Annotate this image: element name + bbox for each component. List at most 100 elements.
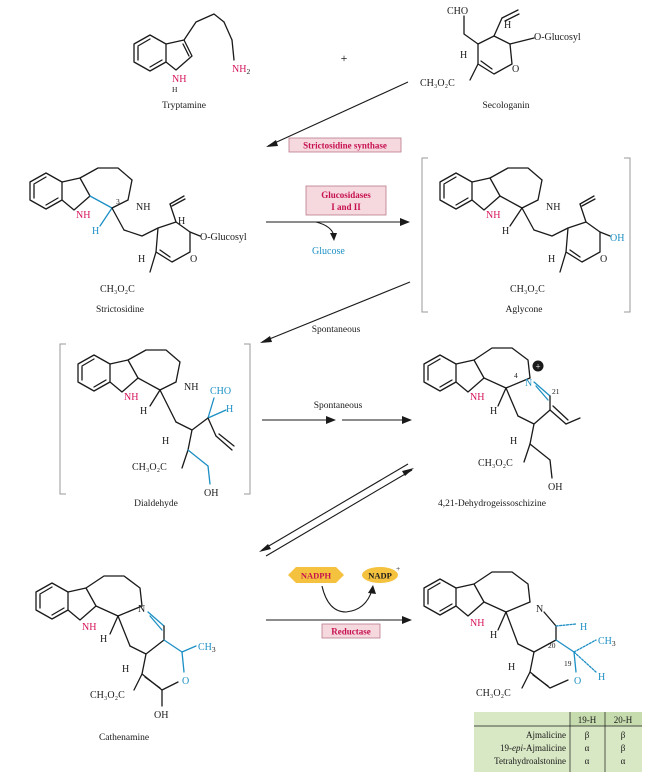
secologanin-o: O <box>512 64 519 75</box>
product-ester: CH₃O₂C <box>476 688 511 699</box>
product-structure: N NH H H 20 19 CH3 H O H CH₃O₂C <box>423 571 616 699</box>
table-header-20h: 20-H <box>614 715 633 725</box>
product-ch3: CH3 <box>598 636 616 648</box>
cathenamine-ester: CH₃O₂C <box>90 690 125 701</box>
stereochemistry-table: 19-H 20-H Ajmalicine β β 19-epi-Ajmalici… <box>474 712 642 772</box>
svg-text:Strictosidine synthase: Strictosidine synthase <box>303 141 387 151</box>
table-cell-20h: β <box>621 730 626 740</box>
aglycone-label: Aglycone <box>506 305 543 315</box>
product-h: H <box>490 630 497 641</box>
strictosidine-o-glucosyl: O-Glucosyl <box>200 232 247 243</box>
dialdehyde-bracket-left <box>59 343 66 495</box>
spontaneous-label-1: Spontaneous <box>312 325 361 335</box>
strictosidine-structure: NH H 3 NH O-Glucosyl H H O CH₃O₂C <box>29 167 247 295</box>
svg-text:Reductase: Reductase <box>331 627 371 637</box>
product-c19-number: 19 <box>564 659 572 668</box>
nadp-cofactor: NADP + <box>362 564 400 583</box>
aglycone-structure: NH H NH OH H O CH₃O₂C <box>439 167 624 295</box>
iminium-charge-icon <box>532 360 544 372</box>
table-cell-19h: α <box>585 743 590 753</box>
dialdehyde-cho: CHO <box>210 386 231 397</box>
cathenamine-structure: N NH H CH3 O H OH CH₃O₂C <box>35 575 216 721</box>
cofactor-curved-arrow <box>321 585 373 613</box>
tryptamine-h: H <box>172 85 178 94</box>
table-cell-20h: α <box>621 756 626 766</box>
aglycone-oh: OH <box>610 233 624 244</box>
dialdehyde-nh2: NH <box>184 382 198 393</box>
strictosidine-label: Strictosidine <box>96 305 144 315</box>
dehydro-h-b: H <box>510 436 517 447</box>
secologanin-h2: H <box>460 50 467 61</box>
dehydro-n: N <box>525 378 532 389</box>
glucosidases-label: Glucosidases I and II <box>305 185 387 216</box>
aglycone-nh2: NH <box>546 202 560 213</box>
arrow-to-dialdehyde <box>261 281 411 343</box>
dehydro-c4-number: 4 <box>514 371 518 380</box>
secologanin-label: Secologanin <box>483 101 530 111</box>
strictosidine-ester: CH₃O₂C <box>100 284 135 295</box>
secologanin-o-glucosyl: O-Glucosyl <box>534 32 581 43</box>
secologanin-h1: H <box>504 20 511 31</box>
strictosidine-o: O <box>190 254 197 265</box>
product-n: N <box>536 604 543 615</box>
strictosidine-synthase-label: Strictosidine synthase <box>288 137 402 153</box>
cathenamine-ch3: CH3 <box>198 642 216 654</box>
product-h19: H <box>598 672 605 683</box>
nadph-cofactor: NADPH <box>288 567 344 583</box>
strictosidine-nh: NH <box>76 210 90 221</box>
tryptamine-structure: NH H NH2 <box>133 13 250 94</box>
cathenamine-n: N <box>138 604 145 615</box>
dehydro-h: H <box>490 406 497 417</box>
dialdehyde-h-b: H <box>162 436 169 447</box>
tryptamine-label: Tryptamine <box>162 101 206 111</box>
aglycone-bracket-left <box>421 157 428 313</box>
product-c20-number: 20 <box>548 641 556 650</box>
table-row-name: Tetrahydroalstonine <box>494 756 566 766</box>
strictosidine-h-b: H <box>138 254 145 265</box>
aglycone-o: O <box>600 254 607 265</box>
strictosidine-h3: H <box>92 226 99 237</box>
table-cell-19h: β <box>585 730 590 740</box>
dialdehyde-bracket-right <box>244 343 251 495</box>
svg-text:Glucosidases: Glucosidases <box>321 190 371 200</box>
dialdehyde-structure: NH H NH CHO H H OH CH₃O₂C <box>77 349 235 499</box>
dehydro-nh: NH <box>470 392 484 403</box>
dialdehyde-h: H <box>140 406 147 417</box>
product-nh: NH <box>470 618 484 629</box>
secologanin-structure: CHO O-Glucosyl H H O CH₃O₂C <box>420 6 581 89</box>
arrow-to-dehydrogeissoschizine <box>262 416 412 424</box>
aglycone-bracket-right <box>624 157 631 313</box>
product-h-b: H <box>508 662 515 673</box>
spontaneous-label-2: Spontaneous <box>314 401 363 411</box>
dehydro-ester: CH₃O₂C <box>478 458 513 469</box>
arrow-to-strictosidine <box>267 81 409 147</box>
cathenamine-h-b: H <box>122 664 129 675</box>
cathenamine-o: O <box>182 676 189 687</box>
cathenamine-oh: OH <box>154 710 168 721</box>
tryptamine-nh2-atom: NH2 <box>232 64 250 76</box>
svg-text:NADPH: NADPH <box>301 571 332 581</box>
table-header-19h: 19-H <box>578 715 597 725</box>
strictosidine-nh2: NH <box>136 202 150 213</box>
strictosidine-c3-number: 3 <box>116 197 120 206</box>
secologanin-cho: CHO <box>447 6 468 17</box>
strictosidine-h-a: H <box>178 216 185 227</box>
tryptamine-nh-atom: NH <box>172 74 186 85</box>
product-h20: H <box>580 622 587 633</box>
table-cell-19h: α <box>585 756 590 766</box>
dialdehyde-oh: OH <box>204 488 218 499</box>
glucose-label: Glucose <box>312 246 345 257</box>
dehydrogeissoschizine-structure: + N 4 21 NH H H OH CH₃O₂C <box>423 347 581 493</box>
dehydro-c21-number: 21 <box>552 387 560 396</box>
table-row-name: Ajmalicine <box>526 730 566 740</box>
secologanin-ester: CH₃O₂C <box>420 78 455 89</box>
svg-text:I and II: I and II <box>331 202 361 212</box>
reductase-label: Reductase <box>321 623 381 639</box>
dialdehyde-ester: CH₃O₂C <box>132 462 167 473</box>
svg-text:NADP: NADP <box>368 571 392 581</box>
aglycone-nh: NH <box>486 210 500 221</box>
cathenamine-label: Cathenamine <box>99 733 149 743</box>
aglycone-ester: CH₃O₂C <box>510 284 545 295</box>
table-cell-20h: β <box>621 743 626 753</box>
